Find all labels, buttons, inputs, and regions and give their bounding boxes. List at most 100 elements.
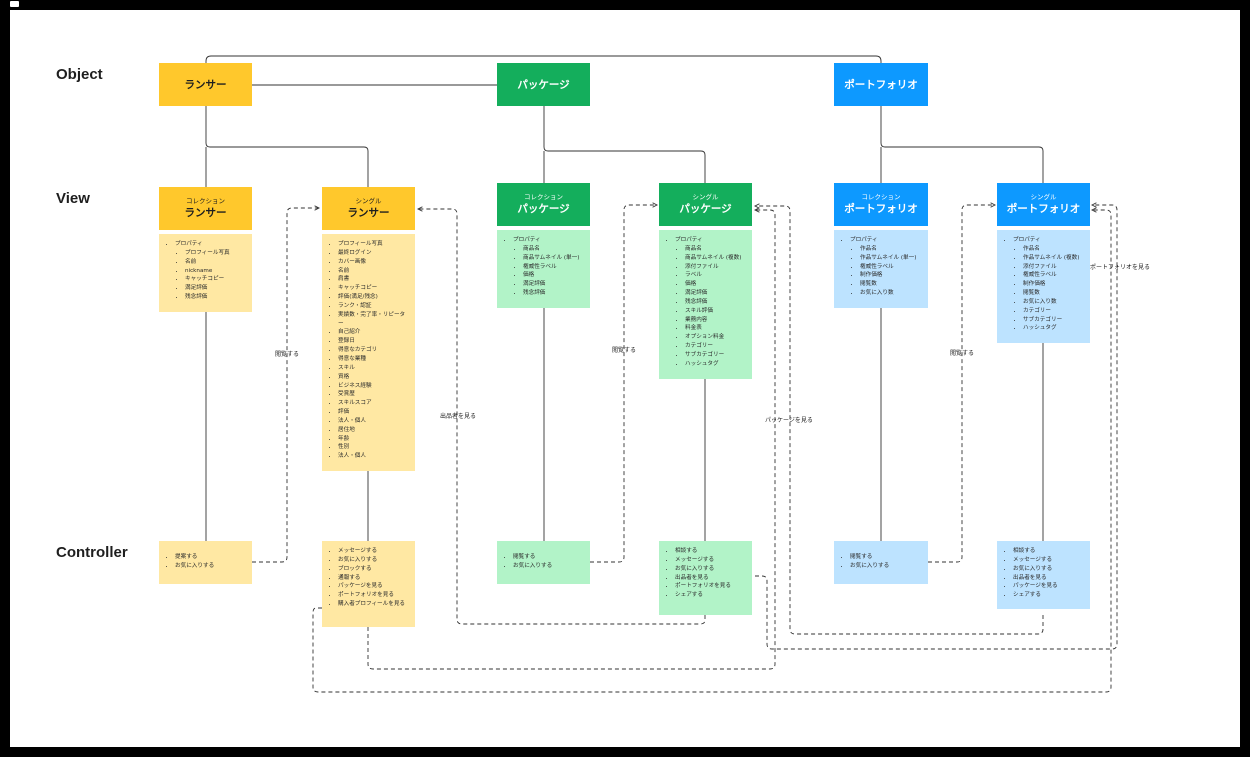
view-portfolio-collection-header: コレクション ポートフォリオ — [834, 183, 928, 226]
list-item: 購入者プロフィールを見る — [338, 600, 407, 609]
list-item: ポートフォリオを見る — [338, 591, 407, 600]
edge-see-seller — [418, 209, 706, 625]
list-item: スキル — [338, 364, 407, 373]
list-item: ポートフォリオを見る — [675, 582, 744, 591]
list-item: 添付ファイル — [685, 263, 744, 272]
property-list: プロフィール写真最終ログインカバー画像名前肩書キャッチコピー評価(満足/残念)ラ… — [330, 240, 407, 461]
action-list: 相談するメッセージするお気に入りする出品者を見るポートフォリオを見るシェアする — [667, 547, 744, 600]
list-item: サブカテゴリー — [685, 351, 744, 360]
list-item: 商品サムネイル (単一) — [523, 254, 582, 263]
list-item: パッケージを見る — [1013, 582, 1082, 591]
view-lancer-collection-body: プロパティ プロフィール写真名前nicknameキャッチコピー満足評価残念評価 — [159, 234, 252, 312]
list-item: 閲覧する — [513, 553, 582, 562]
list-item: ブロックする — [338, 565, 407, 574]
list-item: 商品名 — [685, 245, 744, 254]
object-portfolio: ポートフォリオ — [834, 63, 928, 106]
controller-lancer-collection: 提案するお気に入りする — [159, 541, 252, 584]
list-item: お気に入りする — [675, 565, 744, 574]
controller-portfolio-collection: 閲覧するお気に入りする — [834, 541, 928, 584]
view-package-collection-body: プロパティ 商品名商品サムネイル (単一)権威性ラベル価格満足評価残念評価 — [497, 230, 590, 308]
action-list: メッセージするお気に入りするブロックする通報するパッケージを見るポートフォリオを… — [330, 547, 407, 609]
list-item: 法人・個人 — [338, 452, 407, 461]
edge-see-package — [755, 206, 1044, 635]
list-item: 年齢 — [338, 435, 407, 444]
list-item: 作品サムネイル (複数) — [1023, 254, 1082, 263]
list-item: プロフィール写真 — [338, 240, 407, 249]
action-list: 提案するお気に入りする — [167, 553, 244, 571]
edge-browse-1 — [252, 208, 319, 563]
list-item: お気に入りする — [850, 562, 920, 571]
controller-package-single: 相談するメッセージするお気に入りする出品者を見るポートフォリオを見るシェアする — [659, 541, 752, 615]
list-item: 出品者を見る — [675, 574, 744, 583]
view-package-single-title: パッケージ — [679, 203, 732, 215]
property-list: 作品名作品サムネイル (複数)添付ファイル権威性ラベル制作価格閲覧数お気に入り数… — [1013, 245, 1082, 333]
list-item: 性別 — [338, 443, 407, 452]
list-item: シェアする — [675, 591, 744, 600]
tree-lancer-single — [205, 106, 369, 187]
view-portfolio-single-header: シングル ポートフォリオ — [997, 183, 1090, 226]
list-item: 商品サムネイル (複数) — [685, 254, 744, 263]
list-item: 満足評価 — [685, 289, 744, 298]
view-portfolio-single-body: プロパティ 作品名作品サムネイル (複数)添付ファイル権威性ラベル制作価格閲覧数… — [997, 230, 1090, 343]
list-item: 閲覧する — [850, 553, 920, 562]
list-item: カテゴリー — [1023, 307, 1082, 316]
list-item: 最終ログイン — [338, 249, 407, 258]
object-lancer-title: ランサー — [184, 78, 227, 91]
list-item: お気に入りする — [1013, 565, 1082, 574]
tree-portfolio-single — [880, 106, 1044, 183]
property-label: プロパティ — [675, 237, 703, 243]
list-item: カテゴリー — [685, 342, 744, 351]
list-item: 残念評価 — [685, 298, 744, 307]
list-item: スキルスコア — [338, 399, 407, 408]
list-item: 受賞歴 — [338, 390, 407, 399]
edge-label-browse-1: 閲覧する — [275, 351, 300, 358]
list-item: 権威性ラベル — [860, 263, 920, 272]
view-lancer-collection-sub: コレクション — [186, 197, 225, 205]
list-item: 満足評価 — [523, 280, 582, 289]
list-item: お気に入り数 — [860, 289, 920, 298]
list-item: 提案する — [175, 553, 244, 562]
list-item: 満足評価 — [185, 284, 244, 293]
list-item: 権威性ラベル — [523, 263, 582, 272]
list-item: 閲覧数 — [1023, 289, 1082, 298]
list-item: 登録日 — [338, 337, 407, 346]
controller-package-collection: 閲覧するお気に入りする — [497, 541, 590, 584]
property-list: プロフィール写真名前nicknameキャッチコピー満足評価残念評価 — [175, 249, 244, 302]
list-item: 名前 — [185, 258, 244, 267]
row-label-view: View — [56, 190, 90, 207]
list-item: スキル評価 — [685, 307, 744, 316]
tree-package-single — [543, 106, 706, 183]
edge-browse-2 — [590, 205, 657, 563]
controller-portfolio-single: 相談するメッセージするお気に入りする出品者を見るパッケージを見るシェアする — [997, 541, 1090, 609]
list-item: 業務内容 — [685, 316, 744, 325]
view-portfolio-single-title: ポートフォリオ — [1006, 203, 1081, 215]
list-item: ランク・認証 — [338, 302, 407, 311]
list-item: 作品名 — [860, 245, 920, 254]
list-item: 残念評価 — [523, 289, 582, 298]
view-package-collection-sub: コレクション — [524, 193, 563, 201]
list-item: お気に入りする — [338, 556, 407, 565]
view-lancer-single-header: シングル ランサー — [322, 187, 415, 230]
view-lancer-single-body: プロフィール写真最終ログインカバー画像名前肩書キャッチコピー評価(満足/残念)ラ… — [322, 234, 415, 471]
view-lancer-collection-header: コレクション ランサー — [159, 187, 252, 230]
list-item: カバー画像 — [338, 258, 407, 267]
row-label-controller: Controller — [56, 544, 128, 561]
list-item: ラベル — [685, 271, 744, 280]
list-item: キャッチコピー — [185, 275, 244, 284]
edge-label-see-package: パッケージを見る — [765, 417, 813, 424]
list-item: 相談する — [1013, 547, 1082, 556]
list-item: 価格 — [685, 280, 744, 289]
property-list: 商品名商品サムネイル (複数)添付ファイルラベル価格満足評価残念評価スキル評価業… — [675, 245, 744, 369]
list-item: シェアする — [1013, 591, 1082, 600]
list-item: サブカテゴリー — [1023, 316, 1082, 325]
edge-see-portfolio — [755, 205, 1118, 650]
list-item: メッセージする — [1013, 556, 1082, 565]
list-item: 通報する — [338, 574, 407, 583]
list-item: お気に入りする — [175, 562, 244, 571]
object-package-title: パッケージ — [517, 78, 570, 91]
list-item: 評価(満足/残念) — [338, 293, 407, 302]
list-item: 自己紹介 — [338, 328, 407, 337]
edge-lancer-to-portfolio — [312, 210, 1112, 693]
list-item: 居住地 — [338, 426, 407, 435]
view-portfolio-collection-title: ポートフォリオ — [844, 203, 918, 215]
